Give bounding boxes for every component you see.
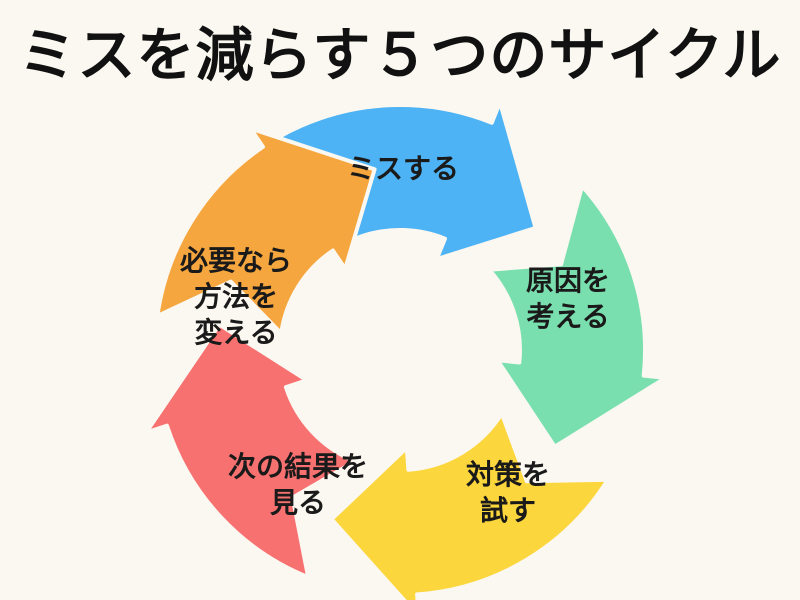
page-title: ミスを減らす５つのサイクル bbox=[18, 21, 782, 89]
cycle-step-label-2: 原因を考える bbox=[526, 264, 610, 333]
cycle-step-3-line-1: 対策を bbox=[466, 458, 550, 491]
cycle-step-2-line-2: 考える bbox=[526, 300, 609, 333]
cycle-step-1-line-1: ミスする bbox=[347, 152, 459, 185]
cycle-arrow-4 bbox=[144, 322, 357, 580]
cycle-step-2-line-1: 原因を bbox=[526, 264, 610, 297]
cycle-step-4-line-1: 次の結果を bbox=[228, 450, 368, 483]
cycle-step-5-line-1: 必要なら bbox=[180, 244, 292, 277]
cycle-step-5-line-2: 方法を bbox=[194, 280, 278, 313]
cycle-step-label-1: ミスする bbox=[347, 152, 459, 185]
cycle-step-label-5: 必要なら方法を変える bbox=[180, 244, 292, 349]
cycle-step-5-line-3: 変える bbox=[194, 316, 277, 349]
cycle-arrow-5 bbox=[155, 126, 377, 336]
cycle-step-3-line-2: 試す bbox=[480, 494, 536, 527]
cycle-step-label-3: 対策を試す bbox=[466, 458, 550, 527]
cycle-step-label-4: 次の結果を見る bbox=[228, 450, 368, 519]
cycle-arrow-2 bbox=[487, 184, 668, 449]
cycle-arrow-3 bbox=[329, 411, 610, 600]
cycle-step-4-line-2: 見る bbox=[270, 486, 326, 519]
